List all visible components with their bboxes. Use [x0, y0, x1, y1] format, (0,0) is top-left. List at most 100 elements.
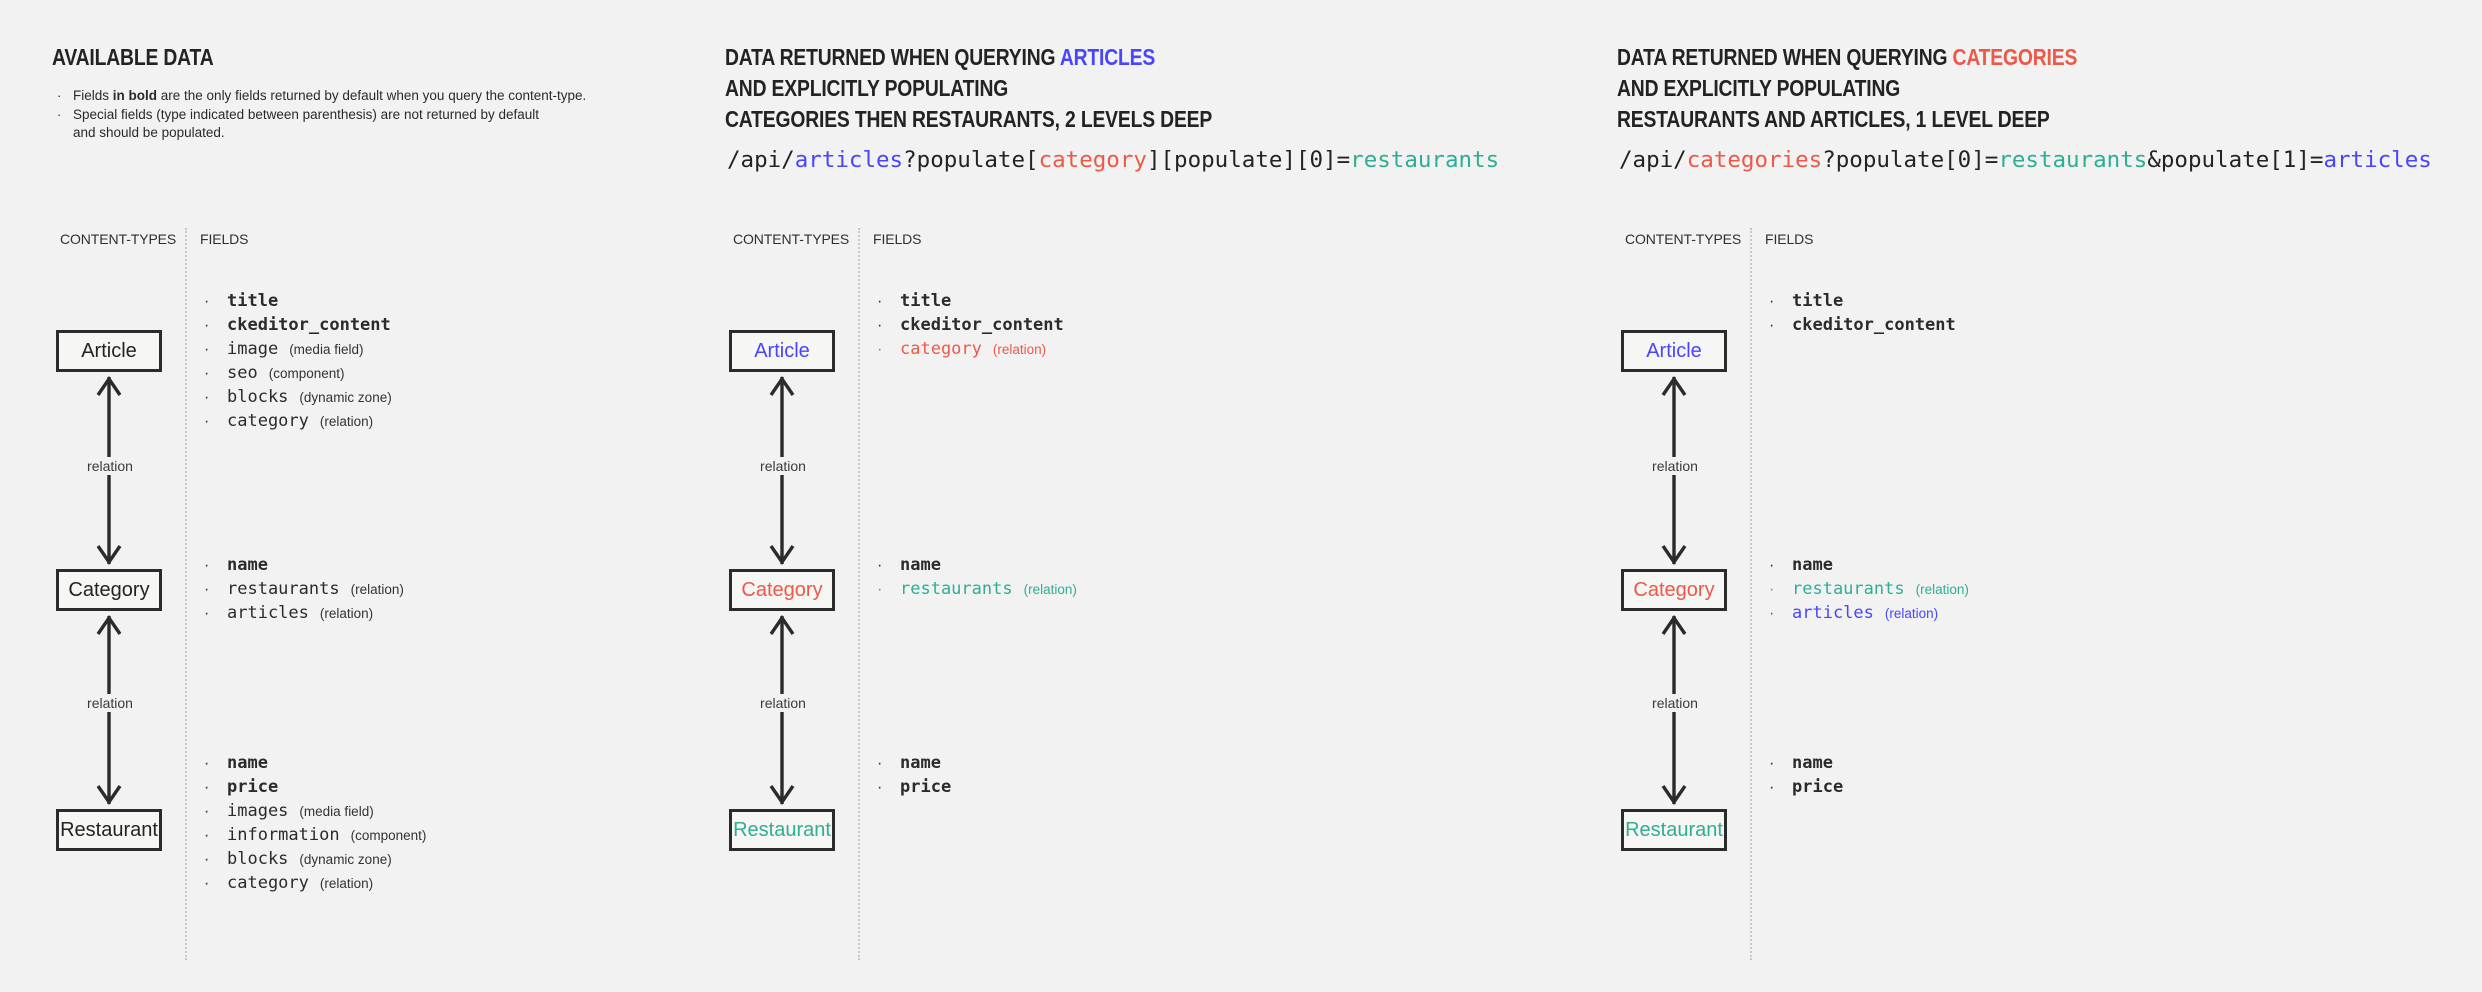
- field-name: image: [227, 339, 279, 359]
- field-item: ·category(relation): [877, 339, 1064, 363]
- field-name: images: [227, 801, 289, 821]
- field-name: name: [900, 555, 941, 575]
- field-item: ·articles(relation): [204, 603, 404, 627]
- content-types-column-label: CONTENT-TYPES: [60, 231, 177, 247]
- content-type-label: Article: [1646, 339, 1702, 362]
- text-segment: are the only fields returned by default …: [157, 88, 587, 103]
- field-list-article: ·title·ckeditor_content·image(media fiel…: [204, 291, 392, 435]
- content-type-label: Article: [754, 339, 810, 362]
- content-type-label: Restaurant: [1625, 818, 1723, 841]
- text-segment: ARTICLES: [1059, 44, 1156, 70]
- content-type-label: Article: [81, 339, 137, 362]
- text-segment: DATA RETURNED WHEN QUERYING: [725, 44, 1060, 70]
- content-type-box-article: Article: [1621, 330, 1727, 372]
- field-list-category: ·name·restaurants(relation)·articles(rel…: [1769, 555, 1969, 627]
- field-item: ·image(media field): [204, 339, 392, 363]
- bullet-icon: ·: [204, 605, 210, 622]
- field-list-article: ·title·ckeditor_content·category(relatio…: [877, 291, 1064, 363]
- content-type-label: Category: [68, 578, 150, 601]
- title-line: RESTAURANTS AND ARTICLES, 1 LEVEL DEEP: [1617, 104, 2077, 135]
- field-list-restaurant: ·name·price: [1769, 753, 1843, 801]
- field-type: (media field): [299, 804, 374, 819]
- note-item: · Special fields (type indicated between…: [57, 106, 617, 143]
- field-name: name: [1792, 555, 1833, 575]
- bullet-icon: ·: [877, 755, 883, 772]
- field-type: (component): [268, 366, 345, 381]
- content-type-box-article: Article: [729, 330, 835, 372]
- relation-label: relation: [81, 457, 139, 475]
- field-name: name: [227, 753, 268, 773]
- relation-label: relation: [1646, 457, 1704, 475]
- text-segment: RESTAURANTS AND ARTICLES, 1 LEVEL DEEP: [1617, 106, 2050, 132]
- text-segment: articles: [794, 147, 904, 173]
- dotted-divider: [1750, 228, 1752, 960]
- bullet-icon: ·: [877, 581, 883, 598]
- field-item: ·blocks(dynamic zone): [204, 387, 392, 411]
- field-name: category: [900, 339, 982, 359]
- bullet-icon: ·: [1769, 755, 1775, 772]
- text-segment: /api/: [727, 147, 795, 173]
- column-title: DATA RETURNED WHEN QUERYING CATEGORIES A…: [1617, 42, 2077, 135]
- field-item: ·restaurants(relation): [204, 579, 404, 603]
- bullet-icon: ·: [204, 827, 210, 844]
- field-item: ·name: [877, 753, 951, 777]
- column-querying-articles: DATA RETURNED WHEN QUERYING ARTICLES AND…: [673, 0, 1565, 992]
- field-type: (relation): [1915, 582, 1969, 597]
- field-name: price: [1792, 777, 1844, 797]
- field-name: restaurants: [227, 579, 340, 599]
- bullet-icon: ·: [1769, 779, 1775, 796]
- field-item: ·ckeditor_content: [877, 315, 1064, 339]
- bullet-icon: ·: [204, 581, 210, 598]
- field-list-restaurant: ·name·price·images(media field)·informat…: [204, 753, 426, 897]
- field-item: ·category(relation): [204, 873, 426, 897]
- field-item: ·price: [204, 777, 426, 801]
- field-name: seo: [227, 363, 258, 383]
- text-segment: Fields: [73, 88, 113, 103]
- title-line: AND EXPLICITLY POPULATING: [725, 73, 1212, 104]
- field-list-category: ·name·restaurants(relation): [877, 555, 1077, 603]
- field-name: ckeditor_content: [900, 315, 1064, 335]
- bullet-icon: ·: [204, 851, 210, 868]
- field-type: (relation): [319, 606, 374, 621]
- field-name: restaurants: [900, 579, 1013, 599]
- field-type: (relation): [319, 414, 374, 429]
- note-text: Special fields (type indicated between p…: [73, 106, 539, 143]
- bullet-icon: ·: [1769, 317, 1775, 334]
- field-name: price: [227, 777, 279, 797]
- field-item: ·price: [877, 777, 951, 801]
- field-item: ·name: [1769, 753, 1843, 777]
- title-line: AVAILABLE DATA: [52, 42, 214, 73]
- text-segment: restaurants: [1350, 147, 1500, 173]
- relation-label: relation: [754, 457, 812, 475]
- fields-column-label: FIELDS: [200, 231, 249, 247]
- field-name: restaurants: [1792, 579, 1905, 599]
- text-segment: CATEGORIES THEN RESTAURANTS, 2 LEVELS DE…: [725, 106, 1213, 132]
- bullet-icon: ·: [204, 341, 210, 358]
- field-type: (relation): [1023, 582, 1077, 597]
- bullet-icon: ·: [1769, 605, 1775, 622]
- field-item: ·name: [204, 753, 426, 777]
- text-segment: category: [1038, 147, 1147, 173]
- bullet-icon: ·: [1769, 557, 1775, 574]
- column-querying-categories: DATA RETURNED WHEN QUERYING CATEGORIES A…: [1565, 0, 2482, 992]
- bullet-icon: ·: [1769, 293, 1775, 310]
- field-type: (component): [350, 828, 427, 843]
- bullet-icon: ·: [204, 389, 210, 406]
- text-segment: articles: [2323, 147, 2432, 173]
- dotted-divider: [185, 228, 187, 960]
- field-item: · ckeditor_content: [204, 315, 392, 339]
- title-line: DATA RETURNED WHEN QUERYING ARTICLES: [725, 42, 1212, 73]
- text-segment: AND EXPLICITLY POPULATING: [1617, 75, 1901, 101]
- field-name: title: [227, 291, 279, 311]
- content-type-box-restaurant: Restaurant: [1621, 809, 1727, 851]
- field-list-article: ·title·ckeditor_content: [1769, 291, 1956, 339]
- field-name: price: [900, 777, 952, 797]
- content-type-label: Category: [1633, 578, 1715, 601]
- bullet-icon: ·: [204, 317, 210, 334]
- content-types-column-label: CONTENT-TYPES: [1625, 231, 1742, 247]
- field-name: ckeditor_content: [227, 315, 391, 335]
- field-item: ·seo(component): [204, 363, 392, 387]
- text-segment: ?populate[: [903, 147, 1039, 173]
- content-type-label: Restaurant: [733, 818, 831, 841]
- note-item: · Fields in bold are the only fields ret…: [57, 87, 617, 106]
